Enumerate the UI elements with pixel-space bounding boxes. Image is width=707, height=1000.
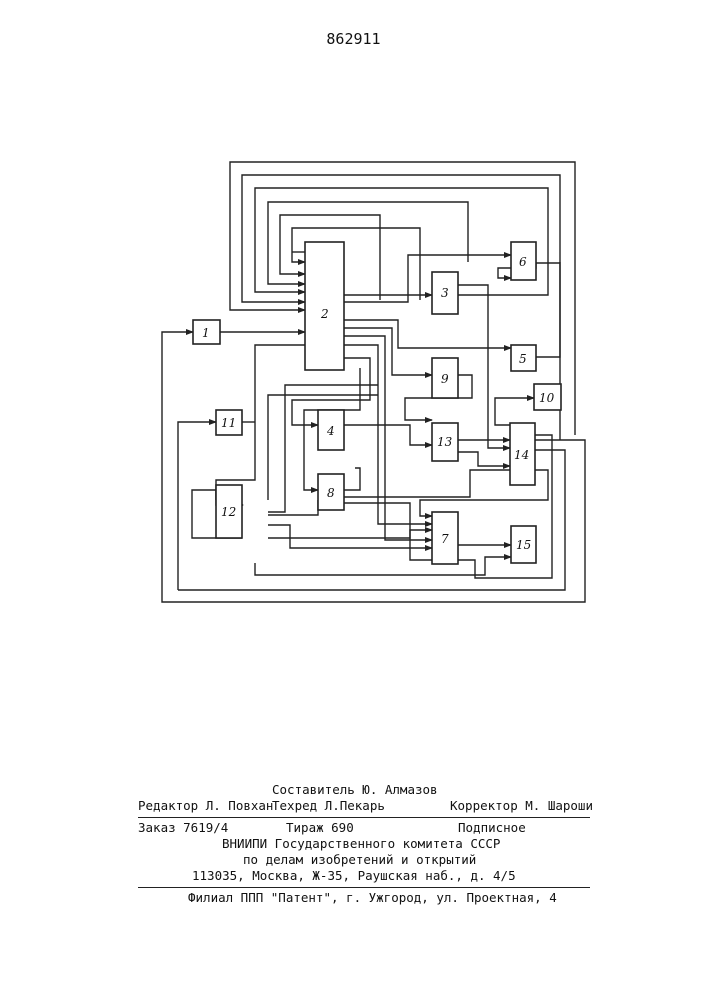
block-label-10: 10 (539, 391, 555, 405)
block-label-4: 4 (326, 424, 335, 438)
imprint-compiler: Составитель Ю. Алмазов (272, 782, 438, 797)
block-label-12: 12 (221, 505, 236, 519)
block-label-2: 2 (320, 307, 329, 321)
imprint-branch: Филиал ППП "Патент", г. Ужгород, ул. Про… (188, 890, 557, 905)
block-2 (305, 242, 344, 370)
block-label-14: 14 (514, 448, 529, 462)
block-label-1: 1 (202, 326, 210, 340)
imprint-address: 113035, Москва, Ж-35, Раушская наб., д. … (192, 868, 516, 883)
block-label-5: 5 (519, 352, 527, 366)
imprint-subscription: Подписное (458, 820, 526, 835)
imprint-techred: Техред Л.Пекарь (272, 798, 385, 813)
block-label-8: 8 (327, 486, 335, 500)
block-label-3: 3 (441, 286, 449, 300)
block-label-13: 13 (437, 435, 453, 449)
block-label-6: 6 (519, 255, 527, 269)
block-boxes (193, 242, 561, 564)
block-label-7: 7 (441, 532, 449, 546)
imprint-order: Заказ 7619/4 (138, 820, 228, 835)
imprint-corrector: Корректор М. Шароши (450, 798, 593, 813)
imprint-editor: Редактор Л. Повхан (138, 798, 273, 813)
imprint-rule-bottom (138, 887, 590, 888)
block-label-11: 11 (221, 416, 236, 430)
imprint-org-line2: по делам изобретений и открытий (243, 852, 476, 867)
block-label-15: 15 (516, 538, 531, 552)
imprint-print-run: Тираж 690 (286, 820, 354, 835)
imprint-rule-top (138, 817, 590, 818)
block-label-9: 9 (441, 372, 449, 386)
imprint-org-line1: ВНИИПИ Государственного комитета СССР (222, 836, 500, 851)
